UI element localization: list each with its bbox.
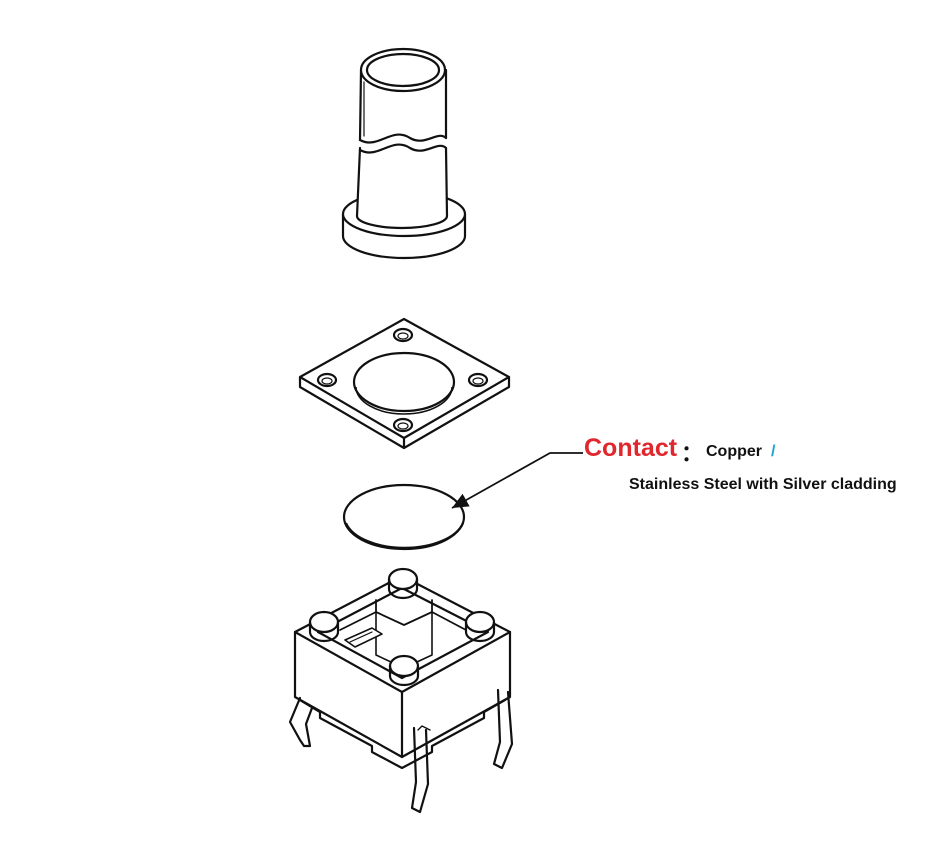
callout-leader	[451, 452, 583, 509]
callout-title: Contact	[584, 434, 678, 462]
material-secondary: Stainless Steel with Silver cladding	[629, 476, 897, 493]
contact-dome	[342, 483, 466, 551]
switch-base	[288, 567, 514, 814]
material-separator: /	[771, 443, 776, 460]
material-primary: Copper	[706, 443, 762, 460]
cover-plate	[298, 317, 511, 450]
callout-colon: ：	[681, 441, 704, 466]
actuator-stem	[341, 47, 467, 260]
